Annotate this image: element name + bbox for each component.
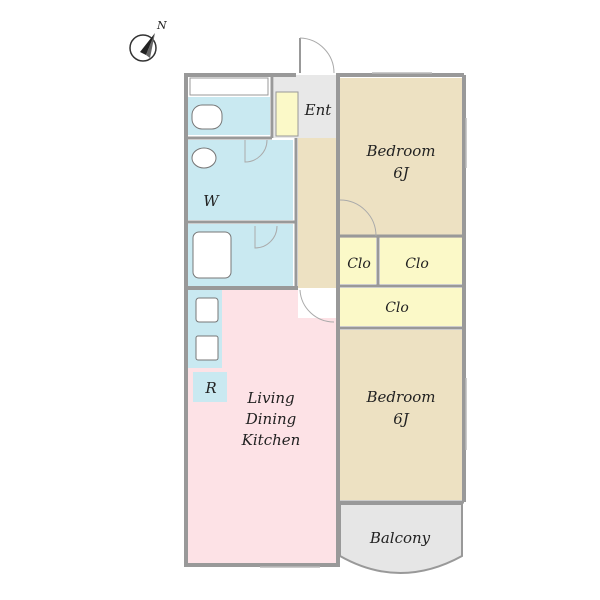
sink-icon xyxy=(191,147,217,169)
refrigerator-label: R xyxy=(204,379,216,397)
bedroom-north-size: 6J xyxy=(393,164,410,182)
walls xyxy=(184,73,466,567)
refrigerator-area xyxy=(193,372,227,402)
kitchen-sink-icon xyxy=(195,297,219,323)
entrance-door xyxy=(299,37,335,74)
interior-doors xyxy=(244,139,377,323)
bedroom-south xyxy=(340,330,462,500)
toilet-icon xyxy=(191,104,223,130)
entrance-label: Ent xyxy=(304,101,333,119)
stove-icon xyxy=(195,335,219,361)
north-arrow-icon xyxy=(140,33,155,55)
bedroom-north-label: Bedroom xyxy=(366,142,436,160)
windows xyxy=(260,72,467,568)
ldk-label-line3: Kitchen xyxy=(241,431,301,449)
north-arrow-tail-icon xyxy=(146,33,155,58)
compass: N xyxy=(129,19,167,62)
balcony-label: Balcony xyxy=(369,529,431,547)
balcony xyxy=(339,503,463,574)
bathtub-icon xyxy=(192,231,232,279)
hall xyxy=(298,138,338,288)
shoe-cabinet xyxy=(275,91,299,137)
closet-small-label: Clo xyxy=(347,256,371,272)
fixtures xyxy=(191,104,232,361)
compass-label: N xyxy=(156,19,167,32)
closet-south xyxy=(340,288,462,326)
bedroom-south-size: 6J xyxy=(393,410,410,428)
washroom-label: W xyxy=(203,192,220,210)
bedroom-south-label: Bedroom xyxy=(366,388,436,406)
hall-door-area xyxy=(298,288,338,318)
bedroom-north xyxy=(340,78,462,238)
storage-shelf xyxy=(189,77,269,96)
closet-north xyxy=(380,238,462,284)
ldk-label-line1: Living xyxy=(246,389,294,407)
ldk-label-line2: Dining xyxy=(245,410,297,428)
closet-small xyxy=(340,238,376,284)
closet-north-label: Clo xyxy=(405,256,429,272)
closet-south-label: Clo xyxy=(385,300,409,316)
